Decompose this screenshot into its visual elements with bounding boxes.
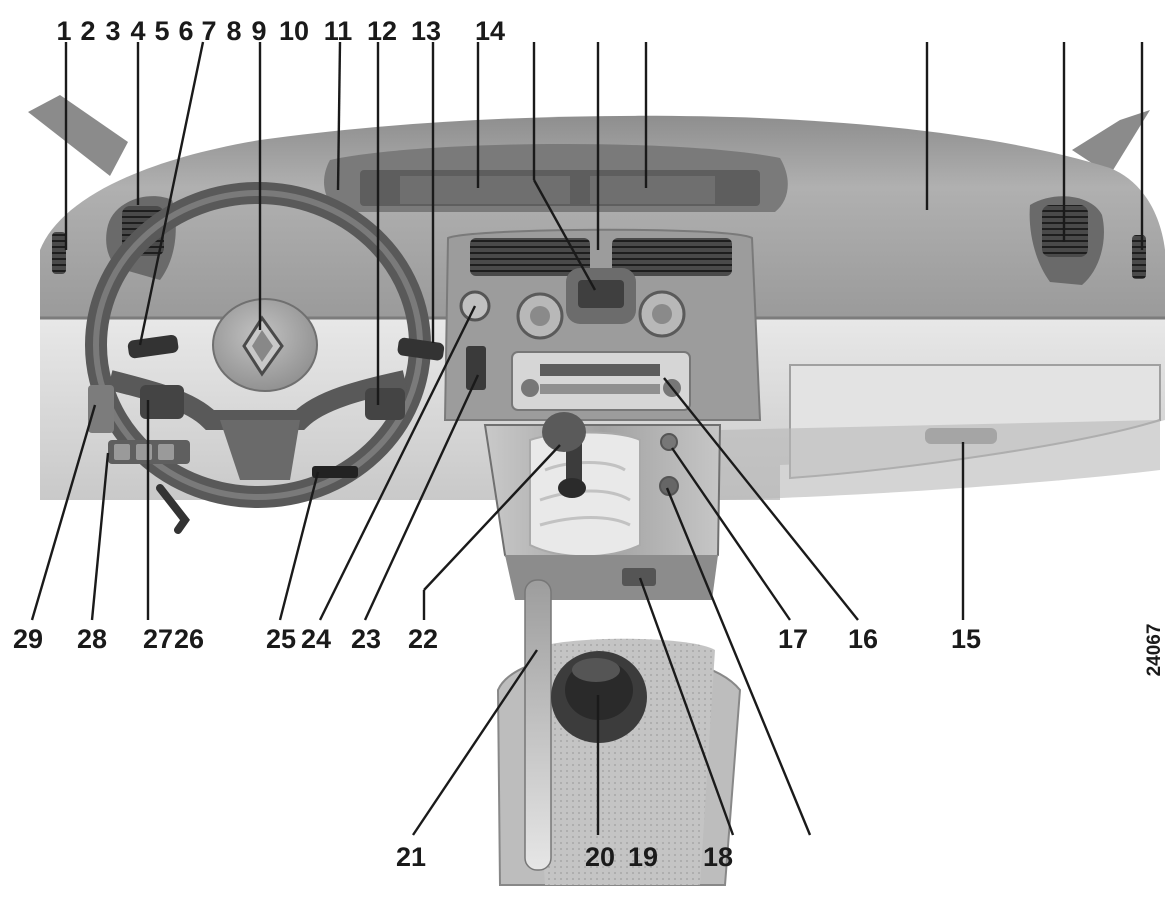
callout-17: 17 [778,624,808,654]
audio-remote-switch [365,388,405,420]
cluster-screen-right [590,176,715,204]
cruise-control-switch [140,385,184,419]
callout-25: 25 [266,624,296,654]
callout-2: 2 [80,16,95,46]
callout-10: 10 [279,16,309,46]
callout-14: 14 [475,16,505,46]
air-vent-icon [470,238,590,276]
top-callouts: 1 2 3 4 5 6 7 8 9 10 11 12 13 14 [56,16,505,46]
callout-5: 5 [154,16,169,46]
callout-29: 29 [13,624,43,654]
gear-shift-icon [542,412,586,452]
callout-23: 23 [351,624,381,654]
gear-gaiter [529,431,641,558]
callout-18: 18 [703,842,733,872]
callout-13: 13 [411,16,441,46]
console-socket [622,568,656,586]
dashboard-upper [40,115,1165,320]
instrument-cluster [324,143,788,212]
air-vent-icon [1132,235,1146,279]
callout-1: 1 [56,16,71,46]
centre-console [483,412,722,600]
callout-12: 12 [367,16,397,46]
bonnet-release-lever [156,484,190,534]
air-vent-icon [612,238,732,276]
callout-21: 21 [396,842,426,872]
right-a-pillar [1072,110,1150,175]
callout-27: 27 [143,624,173,654]
callout-19: 19 [628,842,658,872]
horn-stalk [312,466,358,478]
callout-3: 3 [105,16,120,46]
handbrake-lever [524,579,552,871]
callout-8: 8 [226,16,241,46]
air-vent-icon [52,232,66,274]
headlight-adjust [88,385,114,433]
left-a-pillar [28,95,128,176]
clock-display [578,280,624,308]
callout-7: 7 [201,16,216,46]
callout-11: 11 [324,16,353,46]
callout-26: 26 [174,624,204,654]
callout-9: 9 [251,16,266,46]
bottom-row-callouts: 29 28 27 26 25 24 23 22 17 16 15 [13,624,981,654]
callout-28: 28 [77,624,107,654]
callout-16: 16 [848,624,878,654]
card-slot [466,346,486,390]
right-stalk [397,337,445,361]
leader-lines [30,41,1144,836]
lower-callouts: 21 20 19 18 [396,842,733,872]
cluster-screen-left [400,176,570,204]
callout-24: 24 [301,624,331,654]
radio-display [540,364,660,376]
lower-console [496,579,742,886]
callout-4: 4 [130,16,145,46]
reference-code: 24067 [1144,624,1165,677]
callout-22: 22 [408,624,438,654]
callout-20: 20 [585,842,615,872]
steering-wheel [85,182,445,508]
callout-15: 15 [951,624,981,654]
console-switch-upper [660,433,678,451]
callout-6: 6 [178,16,193,46]
radio-unit [511,351,691,411]
centre-stack [443,228,762,421]
